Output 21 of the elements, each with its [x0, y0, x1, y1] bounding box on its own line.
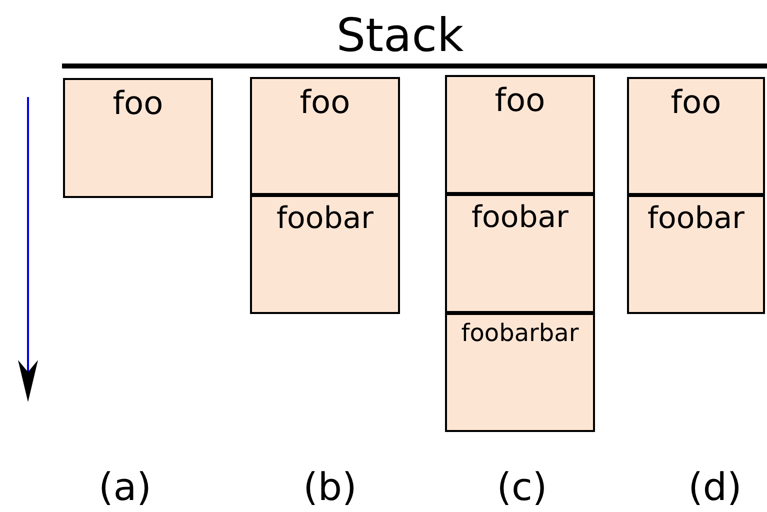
frame-label: foobarbar	[461, 319, 579, 347]
stack-frame-box	[445, 313, 595, 432]
stack-frame-box	[63, 78, 213, 198]
title: Stack	[335, 8, 465, 62]
stack-frame-box	[445, 194, 595, 313]
panel-label: (a)	[98, 465, 152, 509]
stack-frame-box	[250, 195, 400, 314]
frame-label: foo	[300, 83, 350, 121]
stack-frame-box	[445, 75, 595, 194]
frame-label: foo	[670, 83, 722, 121]
panel-label: (d)	[687, 465, 743, 509]
frame-label: foobar	[471, 200, 569, 235]
stack-frame-box	[627, 77, 765, 195]
frame-label: foo	[112, 84, 164, 122]
frame-label: foobar	[276, 201, 374, 236]
frame-label: foobar	[647, 201, 745, 236]
panel-label: (c)	[496, 465, 548, 509]
panel-label: (b)	[302, 465, 358, 509]
stack-frame-box	[627, 195, 765, 314]
frame-label: foo	[494, 81, 546, 119]
stack-frame-box	[250, 77, 400, 195]
